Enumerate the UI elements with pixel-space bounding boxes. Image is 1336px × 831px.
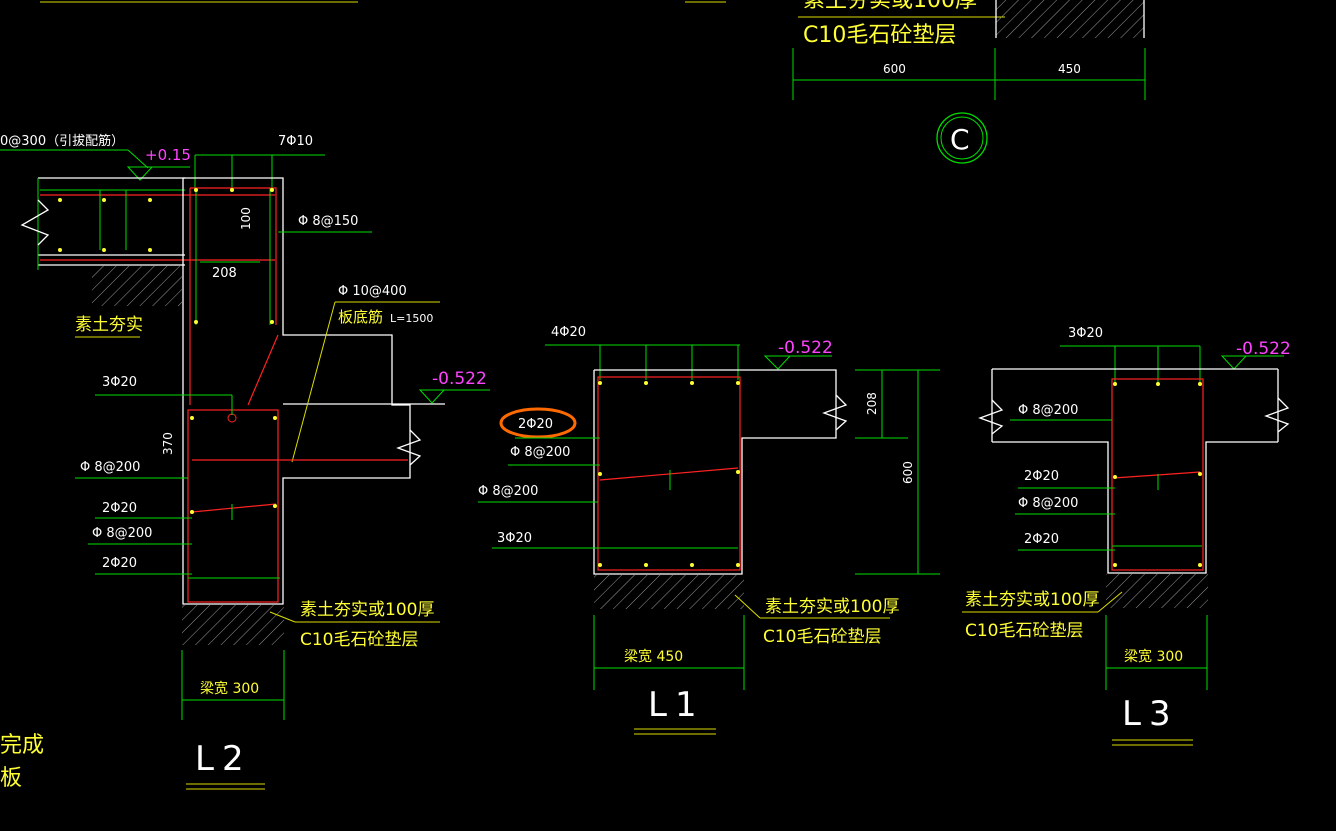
L2-slab-bar-note: 板底筋 [338,308,383,326]
top-ground-hatch [996,0,1144,38]
L2-side-bar: 2Φ20 [102,501,137,516]
left-edge-text-1: 完成 [0,733,44,758]
L2-slab-bar: Φ 10@400 [338,284,407,299]
L2-dim-370: 370 [161,432,175,455]
L2-slab-bar-len: L=1500 [390,312,433,325]
L2-dim-208: 208 [212,266,237,281]
L1-width: 梁宽 450 [624,648,683,665]
L2-bottom-bar: 2Φ20 [102,556,137,571]
L3-pad-1: 素土夯实或100厚 [965,590,1099,610]
L2-stirrup: Φ 8@200 [80,460,140,475]
top-dim-450: 450 [1058,62,1081,76]
L2-stirrup-top: Φ 8@150 [298,214,358,229]
top-section: 素土夯实或100厚 C10毛石砼垫层 600 450 C [40,0,1146,164]
L2-soil-text: 素土夯实 [75,315,143,335]
L3-bottom-bar: 2Φ20 [1024,532,1059,547]
L1-top-bars: 4Φ20 [551,325,586,340]
L2-dim-100: 100 [239,207,253,230]
section-L1: 4Φ20 -0.522 2Φ20 Φ 8@200 Φ 8@200 3Φ20 [478,325,940,735]
L2-level-2: -0.522 [432,369,487,389]
L1-highlight-ellipse [499,407,577,439]
L2-width: 梁宽 300 [200,680,259,697]
L3-width: 梁宽 300 [1124,648,1183,665]
L1-bottom-bar: 3Φ20 [497,531,532,546]
L1-dim-600: 600 [901,461,915,484]
L3-tie: Φ 8@200 [1018,496,1078,511]
left-edge-text-2: 板 [0,766,22,791]
section-L3: 3Φ20 -0.522 Φ 8@200 2Φ20 Φ 8@200 2Φ20 素土… [962,326,1291,746]
L2-bar-3: 3Φ20 [102,375,137,390]
L1-level: -0.522 [778,338,833,358]
L3-top-bars: 3Φ20 [1068,326,1103,341]
L1-title: L1 [648,685,705,725]
L1-side-bar: 2Φ20 [518,417,553,432]
L1-dim-208: 208 [865,392,879,415]
L2-title: L2 [195,739,252,779]
L2-callout-pullout: 0@300（引拔配筋） [0,133,124,149]
L2-tie: Φ 8@200 [92,526,152,541]
L3-pad-2: C10毛石砼垫层 [965,621,1084,641]
L2-level-top: +0.15 [145,146,191,164]
L3-title: L3 [1122,694,1179,734]
L1-tie: Φ 8@200 [510,445,570,460]
top-dim-600: 600 [883,62,906,76]
L2-pad-1: 素土夯实或100厚 [300,600,434,620]
axis-bubble-label: C [950,123,970,156]
L2-pad-2: C10毛石砼垫层 [300,630,419,650]
L3-stirrup: Φ 8@200 [1018,403,1078,418]
L3-side-bar: 2Φ20 [1024,469,1059,484]
section-L2: 0@300（引拔配筋） +0.15 7Φ10 素土夯实 [0,133,490,791]
top-pad-text-1: 素土夯实或100厚 [803,0,977,13]
L1-pad-2: C10毛石砼垫层 [763,627,882,647]
L1-stirrup: Φ 8@200 [478,484,538,499]
L3-level: -0.522 [1236,339,1291,359]
L1-pad-1: 素土夯实或100厚 [765,597,899,617]
L2-top-bars: 7Φ10 [278,134,313,149]
top-pad-text-2: C10毛石砼垫层 [803,23,956,48]
